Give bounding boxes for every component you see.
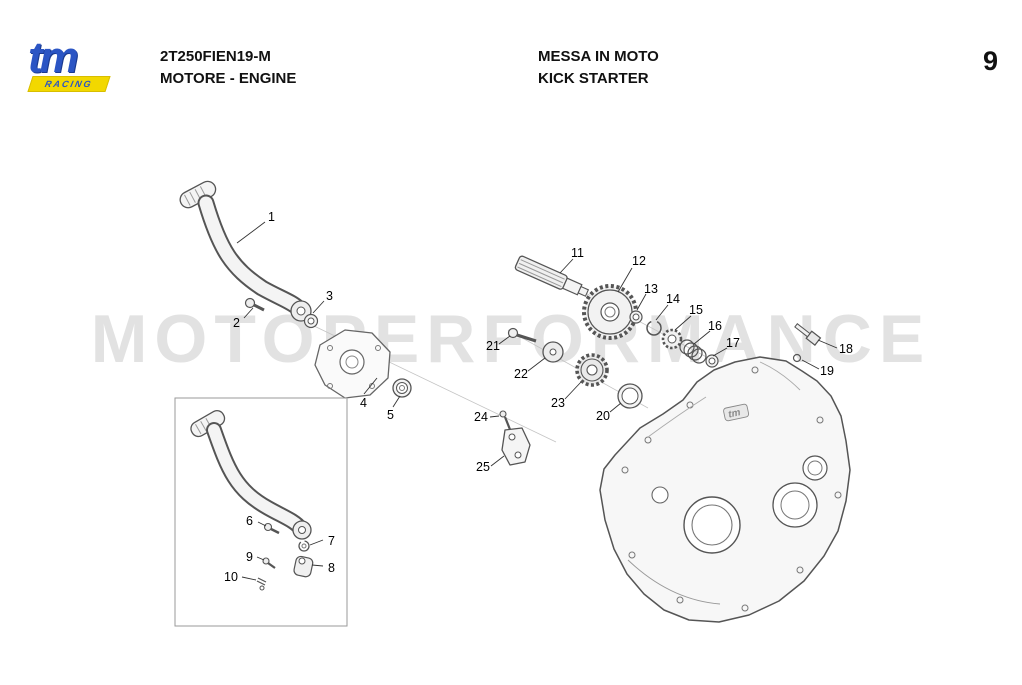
callout-25: 25 bbox=[476, 460, 490, 474]
callout-3: 3 bbox=[326, 289, 333, 303]
callout-11: 11 bbox=[571, 246, 584, 260]
callout-8: 8 bbox=[328, 561, 335, 575]
part-kick-lever bbox=[179, 180, 312, 322]
part-lever-bolt bbox=[263, 522, 280, 535]
part-crankcase: tm bbox=[599, 356, 851, 623]
part-spring-washer bbox=[256, 577, 267, 591]
part-starter-gear bbox=[575, 353, 609, 387]
callout-1: 1 bbox=[268, 210, 275, 224]
part-pedal-rubber bbox=[293, 555, 314, 578]
callout-19: 19 bbox=[820, 364, 834, 378]
title-italian: MESSA IN MOTO bbox=[538, 48, 659, 65]
callout-7: 7 bbox=[328, 534, 335, 548]
part-pivot-bolt bbox=[244, 297, 265, 312]
part-washer-13 bbox=[629, 310, 643, 324]
part-drive-plate bbox=[542, 341, 564, 363]
inset-detail-box bbox=[174, 397, 348, 627]
part-bolt-18 bbox=[792, 323, 822, 363]
title-english: KICK STARTER bbox=[538, 70, 649, 87]
callout-22: 22 bbox=[514, 367, 528, 381]
callout-9: 9 bbox=[246, 550, 253, 564]
callout-21: 21 bbox=[486, 339, 500, 353]
part-stopper-bracket bbox=[501, 427, 531, 466]
part-bearing bbox=[392, 378, 412, 398]
part-spring bbox=[679, 339, 707, 364]
callout-10: 10 bbox=[224, 570, 238, 584]
callout-14: 14 bbox=[666, 292, 680, 306]
crankcase-logo-text: tm bbox=[727, 407, 741, 420]
part-shim-ring bbox=[617, 383, 643, 409]
callout-24: 24 bbox=[474, 410, 488, 424]
part-bushing bbox=[303, 313, 319, 329]
callout-4: 4 bbox=[360, 396, 367, 410]
part-small-bolt bbox=[262, 557, 276, 569]
leader-lines bbox=[236, 221, 838, 581]
part-kick-shaft bbox=[514, 255, 590, 297]
part-washer-17 bbox=[705, 354, 719, 368]
model-header: 2T250FIEN19-M MOTORE - ENGINE bbox=[160, 46, 296, 90]
callout-5: 5 bbox=[387, 408, 394, 422]
part-ratchet-gear bbox=[661, 328, 683, 350]
logo-brand-text: tm bbox=[28, 33, 79, 82]
callout-6: 6 bbox=[246, 514, 253, 528]
part-large-gear bbox=[582, 284, 638, 340]
section-title: MOTORE - ENGINE bbox=[160, 70, 297, 87]
callout-20: 20 bbox=[596, 409, 610, 423]
page-title: MESSA IN MOTO KICK STARTER bbox=[538, 46, 659, 90]
callout-numbers: 1 2 3 4 5 6 7 8 9 10 11 12 13 14 15 16 1… bbox=[224, 210, 853, 584]
part-circlip-14 bbox=[646, 320, 662, 336]
part-bolt-21 bbox=[507, 327, 537, 343]
callout-18: 18 bbox=[839, 342, 853, 356]
tm-racing-logo: tm RACING bbox=[27, 33, 118, 96]
model-code: 2T250FIEN19-M bbox=[160, 48, 271, 65]
callout-13: 13 bbox=[644, 282, 658, 296]
part-circlip bbox=[298, 540, 310, 552]
callout-23: 23 bbox=[551, 396, 565, 410]
page-number: 9 bbox=[982, 46, 998, 76]
callout-16: 16 bbox=[708, 319, 722, 333]
part-side-cover bbox=[314, 329, 391, 399]
callout-12: 12 bbox=[632, 254, 646, 268]
callout-15: 15 bbox=[689, 303, 703, 317]
part-kick-lever-detail bbox=[190, 409, 312, 540]
callout-2: 2 bbox=[233, 316, 240, 330]
callout-17: 17 bbox=[726, 336, 740, 350]
